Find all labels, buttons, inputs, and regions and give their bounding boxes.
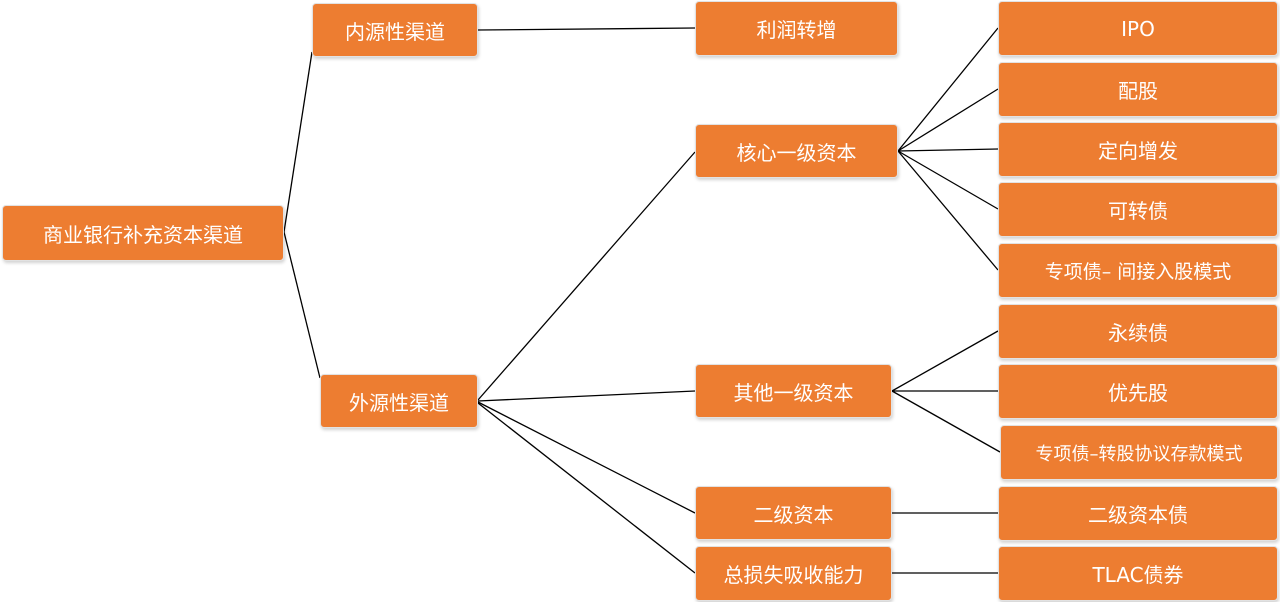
connector-internal-profit [477, 27, 696, 31]
connector-external-core [477, 151, 696, 401]
connector-root-external [283, 231, 321, 379]
node-private: 定向增发 [998, 122, 1278, 177]
connector-core-ipo [897, 27, 999, 152]
node-perpetual: 永续债 [998, 304, 1278, 359]
connector-external-tlac [477, 402, 696, 574]
connector-core-convertible [897, 150, 999, 210]
node-ipo: IPO [998, 1, 1278, 56]
connector-core-private [897, 148, 999, 152]
connector-other-special-conversion [891, 390, 1001, 453]
node-preferred: 优先股 [998, 364, 1278, 419]
connector-external-other [477, 390, 696, 402]
node-convertible: 可转债 [998, 182, 1278, 237]
node-root: 商业银行补充资本渠道 [2, 205, 284, 261]
node-tier2-bond: 二级资本债 [998, 486, 1278, 541]
connector-other-perpetual [891, 330, 999, 392]
node-special-indirect: 专项债– 间接入股模式 [998, 243, 1278, 298]
node-external: 外源性渠道 [320, 374, 478, 428]
node-tlac-bond: TLAC债券 [998, 546, 1278, 601]
connector-external-tier2 [477, 401, 696, 514]
node-core-tier1: 核心一级资本 [695, 124, 898, 178]
node-tier2: 二级资本 [695, 486, 892, 540]
node-rights: 配股 [998, 62, 1278, 117]
node-profit: 利润转增 [695, 1, 898, 56]
connector-core-rights [897, 88, 999, 152]
node-tlac: 总损失吸收能力 [695, 546, 892, 601]
node-internal: 内源性渠道 [312, 3, 478, 57]
connector-root-internal [283, 51, 313, 233]
node-other-tier1: 其他一级资本 [695, 364, 892, 418]
connector-core-special-indirect [897, 150, 999, 271]
node-special-conversion: 专项债–转股协议存款模式 [1000, 425, 1278, 480]
